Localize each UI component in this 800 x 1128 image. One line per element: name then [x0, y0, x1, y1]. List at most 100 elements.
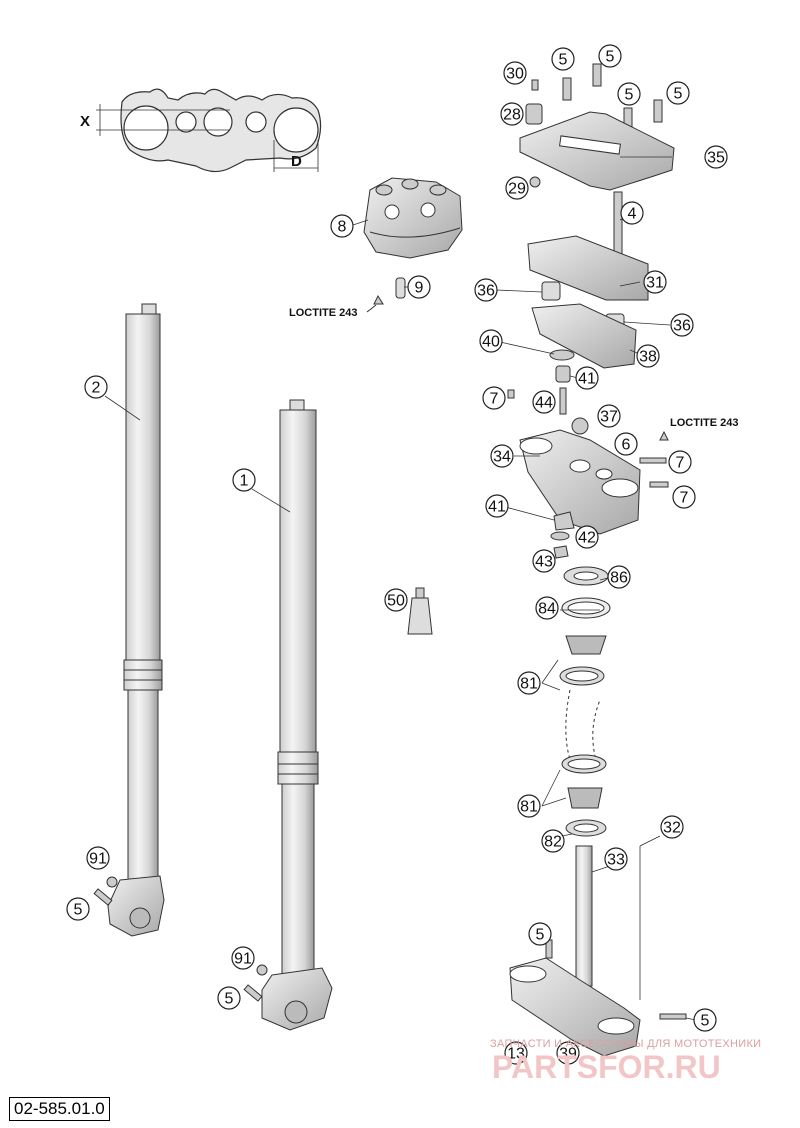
callout-c2: 2 [84, 375, 108, 399]
callout-number: 37 [600, 409, 618, 426]
callout-c5g: 5 [217, 986, 241, 1010]
callout-circle [693, 1008, 717, 1032]
callout-c42: 42 [575, 525, 599, 549]
callout-circle [672, 485, 696, 509]
callout-c6: 6 [614, 432, 638, 456]
callout-number: 13 [507, 1046, 525, 1063]
callout-circle [517, 794, 541, 818]
callout-number: 5 [674, 86, 683, 103]
callout-number: 7 [490, 391, 499, 408]
dimension-d-label: D [291, 153, 302, 170]
callout-c5c: 5 [617, 82, 641, 106]
callout-c50: 50 [384, 588, 408, 612]
callout-c29: 29 [505, 176, 529, 200]
bearing-stack [559, 566, 611, 837]
long-bolt-4 [613, 191, 623, 255]
callout-number: 36 [673, 318, 691, 335]
callout-c4: 4 [620, 201, 644, 225]
callout-c86: 86 [607, 565, 631, 589]
callout-circle [666, 81, 690, 105]
handlebar-mount-plate [519, 111, 675, 191]
callout-number: 81 [520, 799, 538, 816]
leader-lines [104, 156, 697, 1021]
callout-circle [231, 946, 255, 970]
callout-number: 33 [607, 852, 625, 869]
washers-40-41 [507, 349, 575, 415]
callout-c5h: 5 [693, 1008, 717, 1032]
lower-triple-clamp-32 [509, 939, 687, 1057]
callout-number: 84 [538, 601, 556, 618]
callout-number: 91 [234, 951, 252, 968]
callout-c7b: 7 [668, 450, 692, 474]
callout-number: 42 [578, 530, 596, 547]
callout-circle [620, 201, 644, 225]
callout-number: 1 [240, 473, 249, 490]
callout-circle [617, 82, 641, 106]
bolt-91-middle [256, 964, 268, 976]
callout-circle [232, 468, 256, 492]
callout-circle [407, 275, 431, 299]
callout-c28: 28 [500, 102, 524, 126]
callout-circle [474, 278, 498, 302]
loctite-note-left: LOCTITE 243 [289, 307, 357, 319]
callout-c13: 13 [504, 1041, 528, 1065]
callout-circle [535, 596, 559, 620]
callout-number: 29 [508, 181, 526, 198]
callout-circle [704, 145, 728, 169]
callout-number: 5 [559, 52, 568, 69]
clamp-base-38 [531, 303, 637, 369]
callout-c32: 32 [660, 815, 684, 839]
callout-circle [500, 102, 524, 126]
callout-c91a: 91 [86, 846, 110, 870]
callout-number: 40 [482, 334, 500, 351]
callout-number: 86 [610, 570, 628, 587]
callout-c31: 31 [643, 270, 667, 294]
callout-circle [575, 525, 599, 549]
callout-circle [384, 588, 408, 612]
callout-number: 43 [535, 554, 553, 571]
callout-c81b: 81 [517, 794, 541, 818]
callout-c33: 33 [604, 847, 628, 871]
callout-c5b: 5 [598, 44, 622, 68]
callout-number: 30 [506, 66, 524, 83]
callout-number: 4 [628, 206, 637, 223]
callout-circle [532, 390, 556, 414]
callout-c7a: 7 [482, 386, 506, 410]
callout-circle [607, 565, 631, 589]
callout-circle [556, 1041, 580, 1065]
grease-tube-part [407, 587, 433, 635]
callout-circle [505, 176, 529, 200]
callout-number: 2 [92, 380, 101, 397]
callout-circle [614, 432, 638, 456]
callout-circle [330, 214, 354, 238]
callout-number: 34 [493, 449, 511, 466]
handlebar-clamp-part [363, 177, 463, 259]
callout-circle [532, 549, 556, 573]
callout-c7c: 7 [672, 485, 696, 509]
bolt-5-left [93, 888, 113, 906]
callout-number: 5 [701, 1013, 710, 1030]
callout-circle [490, 444, 514, 468]
callout-number: 36 [477, 283, 495, 300]
fork-leg-2-part [107, 303, 165, 937]
callout-circle [528, 922, 552, 946]
callout-number: 91 [89, 851, 107, 868]
callout-circle [668, 450, 692, 474]
callout-number: 7 [676, 455, 685, 472]
callout-c36a: 36 [474, 278, 498, 302]
callout-c36b: 36 [670, 313, 694, 337]
loctite-note-right: LOCTITE 243 [670, 417, 738, 429]
callout-c8: 8 [330, 214, 354, 238]
callout-c91b: 91 [231, 946, 255, 970]
callout-c41a: 41 [575, 366, 599, 390]
callout-circle [575, 366, 599, 390]
dimension-x-label: X [80, 113, 90, 130]
callout-number: 39 [559, 1046, 577, 1063]
callout-c84: 84 [535, 596, 559, 620]
callout-number: 32 [663, 820, 681, 837]
callout-number: 50 [387, 593, 405, 610]
callout-c44: 44 [532, 390, 556, 414]
callout-circle [636, 344, 660, 368]
callout-circle [84, 375, 108, 399]
